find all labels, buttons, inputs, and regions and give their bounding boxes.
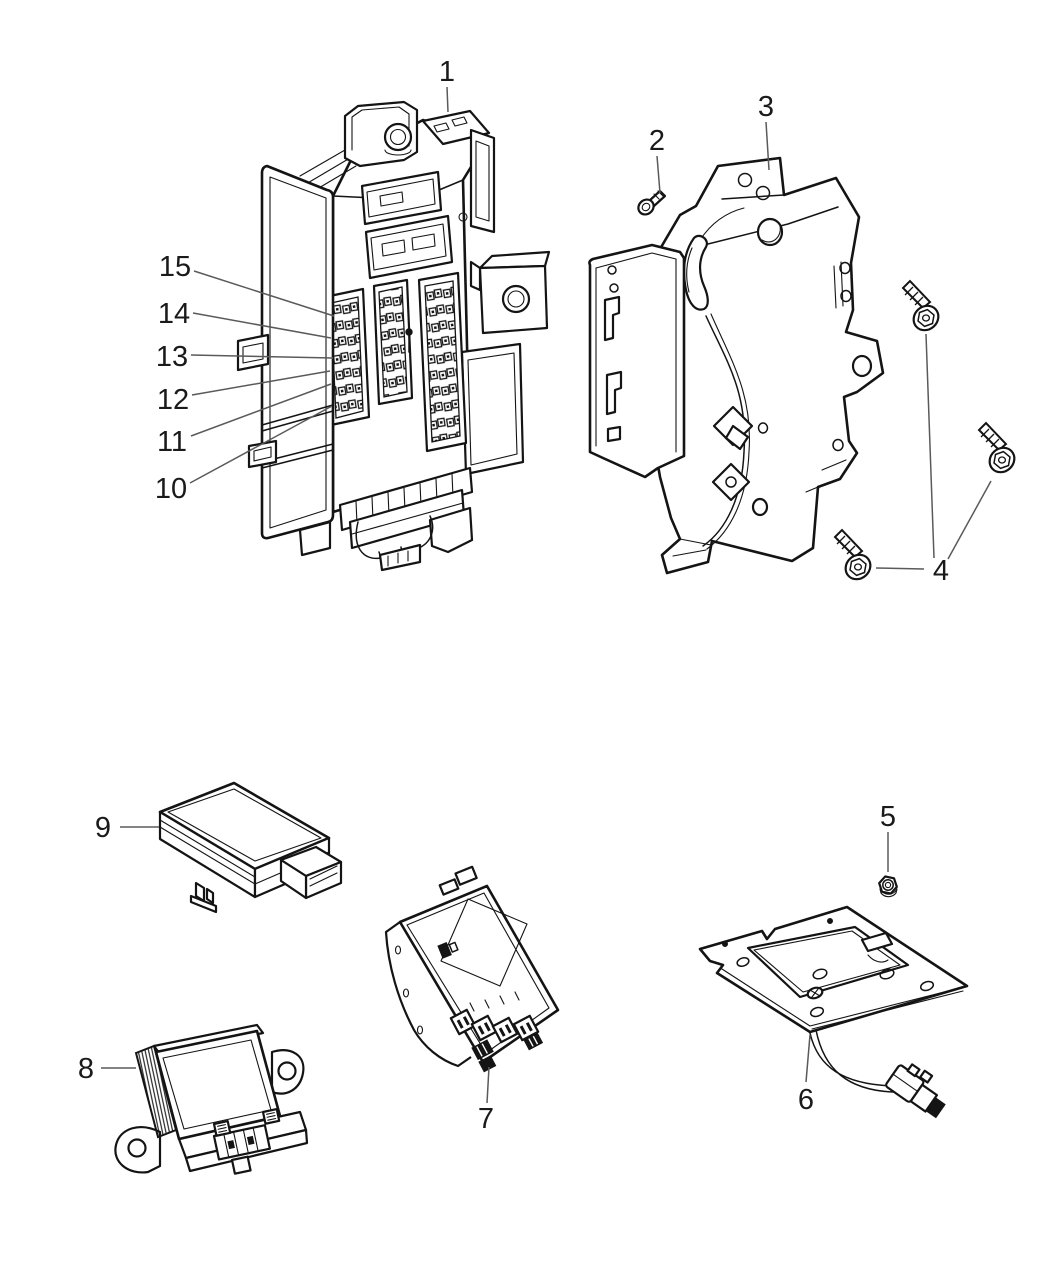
clip-feet xyxy=(189,881,218,914)
callout-5[interactable]: 5 xyxy=(880,801,896,833)
bottom-connector-assembly xyxy=(298,466,474,572)
leader-line-6 xyxy=(805,1034,811,1083)
part-9-receiver-module xyxy=(158,781,343,914)
part-8-module-with-tabs xyxy=(114,1023,309,1175)
leader-line-10 xyxy=(189,405,333,484)
leader-line-1 xyxy=(446,86,449,113)
callout-11[interactable]: 11 xyxy=(157,426,187,458)
part-5-nut xyxy=(878,875,898,898)
leader-line-11 xyxy=(190,383,332,437)
leader-line-4 xyxy=(925,333,935,559)
label-area xyxy=(440,898,528,987)
fuse-column-left xyxy=(323,287,371,427)
leader-line-7 xyxy=(486,1066,490,1104)
callout-12[interactable]: 12 xyxy=(157,384,189,416)
right-side-panel xyxy=(469,128,496,234)
leader-line-12 xyxy=(191,370,331,396)
callout-6[interactable]: 6 xyxy=(798,1084,814,1116)
callout-9[interactable]: 9 xyxy=(95,812,111,844)
screw-icon xyxy=(977,421,1021,479)
part-3-mounting-bracket xyxy=(588,156,885,575)
callout-2[interactable]: 2 xyxy=(649,125,665,157)
leader-line-14 xyxy=(192,312,332,339)
part-6-bracket-plate-with-cable xyxy=(698,905,969,1119)
module-connector xyxy=(279,845,343,900)
part-7-control-module xyxy=(384,865,560,1073)
leader-line-15 xyxy=(193,270,335,317)
screw-icon xyxy=(901,279,945,337)
leader-line-3 xyxy=(765,121,770,171)
part-4-screws xyxy=(833,279,1021,586)
emblem xyxy=(437,941,459,959)
side-clip-lower xyxy=(247,439,278,469)
front-left-panel xyxy=(260,164,335,540)
callout-8[interactable]: 8 xyxy=(78,1053,94,1085)
callout-14[interactable]: 14 xyxy=(158,298,190,330)
leader-line-4 xyxy=(947,480,992,560)
callout-10[interactable]: 10 xyxy=(155,473,187,505)
leader-line-4 xyxy=(875,567,925,570)
connector-row xyxy=(449,991,544,1073)
side-clip-upper xyxy=(236,333,270,372)
part-1-fuse-box-module xyxy=(236,100,551,572)
leader-line-13 xyxy=(190,354,334,359)
module-face xyxy=(154,1029,282,1141)
diamond-cutout-upper xyxy=(712,405,754,451)
callout-7[interactable]: 7 xyxy=(478,1103,494,1135)
callout-13[interactable]: 13 xyxy=(156,341,188,373)
cable xyxy=(815,1029,894,1093)
callout-15[interactable]: 15 xyxy=(159,251,191,283)
bracket-left-plate xyxy=(588,243,686,479)
cable-connector xyxy=(885,1063,946,1119)
callout-1[interactable]: 1 xyxy=(439,56,455,88)
callout-3[interactable]: 3 xyxy=(758,91,774,123)
module-side-face xyxy=(384,921,472,1068)
grommet-block xyxy=(469,250,551,335)
fuse-column-middle xyxy=(372,278,414,406)
part-2-screw xyxy=(637,189,667,216)
diamond-cutout-lower xyxy=(711,462,751,502)
screw-icon xyxy=(833,528,877,586)
callout-4[interactable]: 4 xyxy=(933,555,949,587)
leader-line-2 xyxy=(656,155,661,194)
fuse-column-right xyxy=(417,271,468,453)
